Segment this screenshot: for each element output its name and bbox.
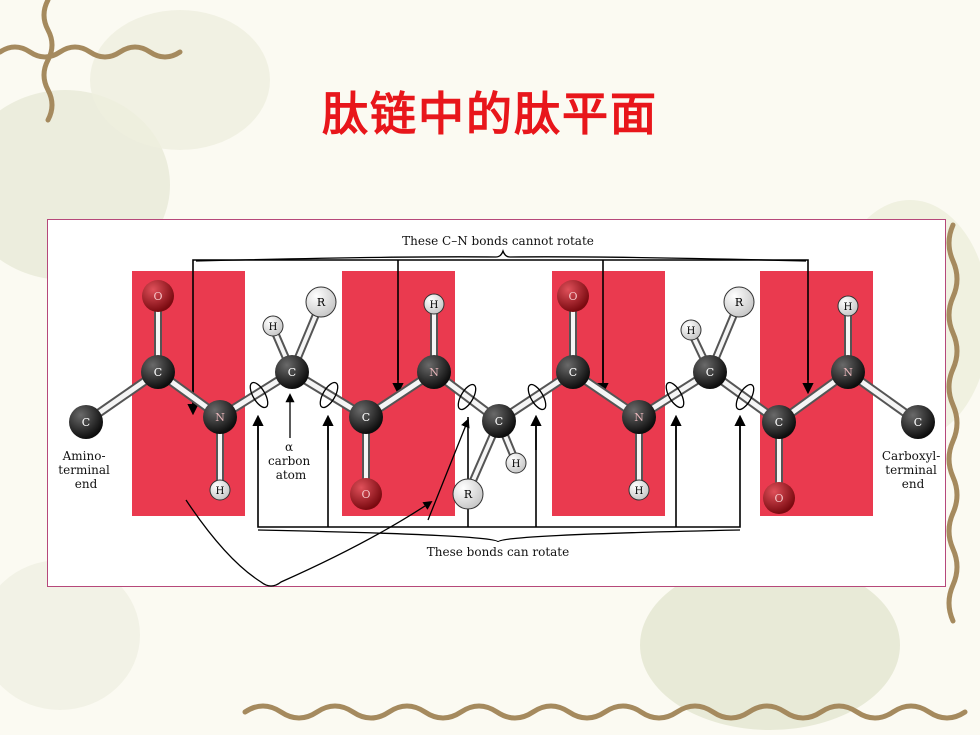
background-blob	[640, 560, 900, 730]
svg-text:N: N	[429, 366, 439, 379]
hydrogen-atom: H	[423, 293, 445, 315]
svg-text:H: H	[687, 326, 696, 337]
r-group-atom: R	[305, 286, 337, 318]
carbon-atom: C	[762, 405, 796, 439]
amino-terminal-label: Amino- terminal end	[58, 449, 113, 491]
carbon-atom: C	[901, 405, 935, 439]
svg-text:O: O	[361, 488, 370, 501]
svg-text:C: C	[154, 366, 162, 379]
background-blob	[90, 10, 270, 150]
r-group-atom: R	[452, 478, 484, 510]
top-bracket	[192, 259, 809, 413]
svg-text:C: C	[495, 415, 503, 428]
svg-text:R: R	[735, 296, 744, 309]
nitrogen-atom: N	[622, 400, 656, 434]
hydrogen-atom: H	[628, 479, 650, 501]
svg-text:C: C	[569, 366, 577, 379]
svg-text:C: C	[914, 416, 922, 429]
oxygen-atom: O	[557, 280, 589, 312]
svg-text:C: C	[706, 366, 714, 379]
svg-text:H: H	[430, 300, 439, 311]
hydrogen-atom: H	[505, 452, 527, 474]
svg-text:C: C	[362, 411, 370, 424]
svg-text:R: R	[317, 296, 326, 309]
hydrogen-atom: H	[262, 315, 284, 337]
carbon-atom: C	[141, 355, 175, 389]
svg-text:N: N	[215, 411, 225, 424]
svg-text:H: H	[512, 459, 521, 470]
svg-text:N: N	[634, 411, 644, 424]
svg-text:N: N	[843, 366, 853, 379]
svg-text:O: O	[568, 290, 577, 303]
oxygen-atom: O	[142, 280, 174, 312]
alpha-carbon-label: α carbon atom	[268, 440, 314, 482]
svg-text:H: H	[216, 486, 225, 497]
hydrogen-atom: H	[680, 319, 702, 341]
carbon-atom: C	[556, 355, 590, 389]
svg-text:H: H	[269, 322, 278, 333]
nitrogen-atom: N	[203, 400, 237, 434]
oxygen-atom: O	[763, 482, 795, 514]
svg-text:O: O	[153, 290, 162, 303]
carbon-atom: C	[349, 400, 383, 434]
svg-text:C: C	[288, 366, 296, 379]
top-caption: These C–N bonds cannot rotate	[402, 234, 594, 248]
bottom-caption: These bonds can rotate	[427, 545, 569, 559]
alpha-carbon-atom: C	[275, 355, 309, 389]
hydrogen-atom: H	[837, 295, 859, 317]
svg-text:C: C	[775, 416, 783, 429]
svg-text:H: H	[844, 302, 853, 313]
alpha-carbon-atom: C	[693, 355, 727, 389]
nitrogen-atom: N	[831, 355, 865, 389]
alpha-carbon-atom: C	[482, 404, 516, 438]
svg-text:R: R	[464, 488, 473, 501]
carboxyl-terminal-label: Carboxyl- terminal end	[882, 449, 944, 491]
svg-text:H: H	[635, 486, 644, 497]
hydrogen-atom: H	[209, 479, 231, 501]
svg-text:C: C	[82, 416, 90, 429]
slide-title: 肽链中的肽平面	[322, 87, 658, 141]
carbon-atom: C	[69, 405, 103, 439]
peptide-diagram: C C C C C C C C	[58, 234, 944, 587]
svg-text:O: O	[774, 492, 783, 505]
peptide-figure: C C C C C C C C	[47, 219, 946, 587]
nitrogen-atom: N	[417, 355, 451, 389]
oxygen-atom: O	[350, 478, 382, 510]
r-group-atom: R	[723, 286, 755, 318]
